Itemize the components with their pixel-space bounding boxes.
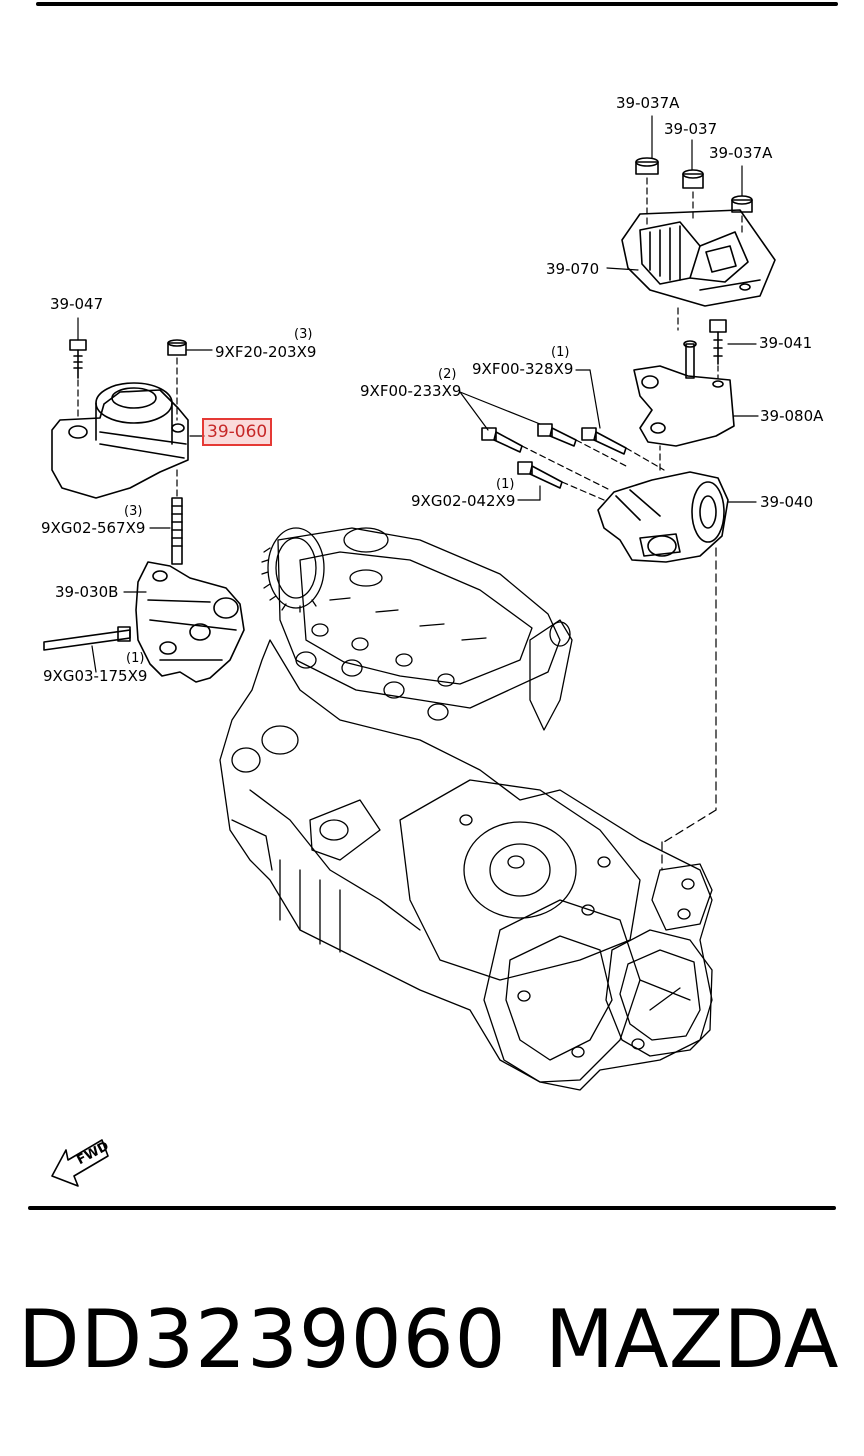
qty-9XG02-042X9: (1)	[496, 477, 515, 492]
label-9XG02-042X9: 9XG02-042X9	[411, 492, 516, 510]
label-39-060-highlighted[interactable]: 39-060	[202, 418, 273, 446]
bolt-39-041[interactable]	[709, 319, 727, 365]
part-39-040-mount[interactable]	[597, 471, 729, 563]
qty-9XG03-175X9: (1)	[126, 651, 145, 666]
bolt-9XF00-328X9-b[interactable]	[581, 427, 627, 455]
brand-name: MAZDA	[545, 1293, 839, 1386]
label-39-041: 39-041	[759, 334, 813, 352]
bolt-39-047[interactable]	[69, 339, 87, 379]
part-number: DD3239060	[18, 1293, 507, 1386]
nut-9XF20-203X9[interactable]	[167, 339, 187, 356]
label-39-037A-top: 39-037A	[616, 94, 680, 112]
qty-9XG02-567X9: (3)	[124, 504, 143, 519]
leaders-39-060	[77, 317, 213, 529]
label-39-080A: 39-080A	[760, 407, 824, 425]
label-9XG02-567X9: 9XG02-567X9	[41, 519, 146, 537]
label-39-040: 39-040	[760, 493, 814, 511]
qty-9XF00-233X9: (2)	[438, 367, 457, 382]
qty-9XF00-328X9: (1)	[551, 345, 570, 360]
part-39-060-mount[interactable]	[51, 382, 189, 499]
stud-9XG02-567X9[interactable]	[171, 497, 183, 565]
leaders-39-030B	[91, 591, 147, 673]
leaders-39-040	[659, 307, 757, 871]
nut-39-037[interactable]	[682, 169, 704, 189]
label-39-037: 39-037	[664, 120, 718, 138]
bolt-9XF00-233X9[interactable]	[481, 427, 523, 453]
leaders-bolts	[459, 369, 665, 501]
part-39-070-mount[interactable]	[621, 209, 776, 307]
bolt-9XF00-328X9-a[interactable]	[537, 423, 577, 447]
leaders-39-080A	[717, 343, 759, 417]
part-39-030B-bracket[interactable]	[135, 561, 245, 683]
fwd-arrow-icon	[51, 1139, 109, 1187]
label-39-037A-right: 39-037A	[709, 144, 773, 162]
label-39-070: 39-070	[546, 260, 600, 278]
bolt-9XG03-175X9[interactable]	[43, 626, 131, 651]
bolt-9XG02-042X9[interactable]	[517, 461, 563, 489]
qty-9XF20-203X9: (3)	[294, 327, 313, 342]
label-9XG03-175X9: 9XG03-175X9	[43, 667, 148, 685]
label-9XF00-328X9: 9XF00-328X9	[472, 360, 574, 378]
label-9XF00-233X9: 9XF00-233X9	[360, 382, 462, 400]
label-39-030B: 39-030B	[55, 583, 119, 601]
label-9XF20-203X9: 9XF20-203X9	[215, 343, 317, 361]
part-39-080A-bracket[interactable]	[633, 340, 735, 447]
leaders-39-070	[606, 115, 743, 271]
engine-assembly	[219, 527, 713, 1091]
nut-39-037A-left[interactable]	[635, 157, 659, 175]
label-39-047: 39-047	[50, 295, 104, 313]
